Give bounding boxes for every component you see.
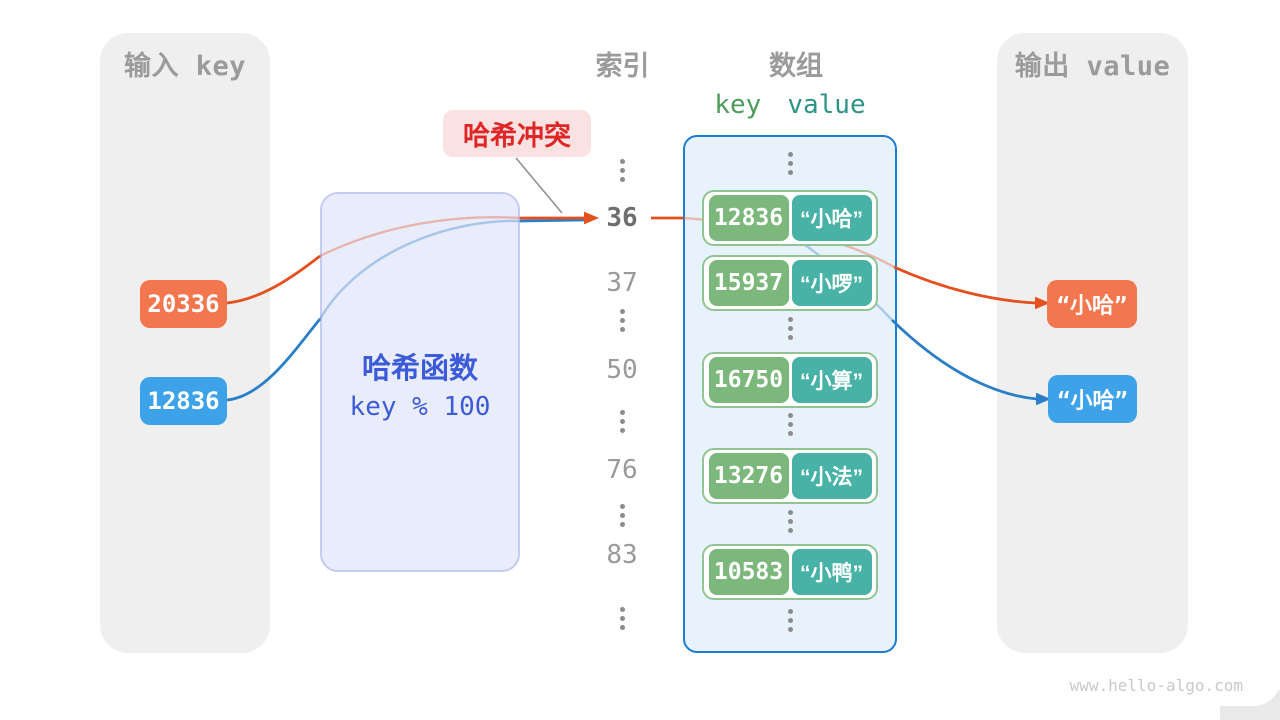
hash-function-box — [320, 192, 520, 572]
index-value-50: 50 — [606, 355, 638, 385]
index-value-37: 37 — [606, 268, 638, 298]
ellipsis-icon — [592, 504, 652, 527]
bucket-value: “小啰” — [791, 260, 872, 306]
key-header-label: key — [714, 90, 762, 120]
arrowhead-index — [584, 211, 599, 225]
bucket-key: 12836 — [708, 195, 789, 241]
ellipsis-icon — [683, 609, 897, 632]
bucket-key: 15937 — [708, 260, 789, 306]
bucket-key: 13276 — [708, 453, 789, 499]
arrow-blue-output — [891, 318, 1038, 401]
array-kv-header: key value — [683, 90, 897, 120]
array-bucket-row: 10583 “小鸭” — [702, 544, 878, 600]
index-value-76: 76 — [606, 455, 638, 485]
arrow-orange-through-hash — [319, 215, 521, 258]
output-panel — [997, 33, 1188, 653]
array-bucket-row: 13276 “小法” — [702, 448, 878, 504]
input-panel-title: 输入 key — [123, 51, 247, 82]
output-value-text-blue: “小哈” — [1057, 389, 1128, 414]
hash-function-title: 哈希函数 — [361, 353, 478, 385]
output-panel-title: 输出 value — [1014, 51, 1171, 82]
ellipsis-icon — [683, 152, 897, 175]
array-bucket-row: 16750 “小算” — [702, 352, 878, 408]
input-panel — [100, 33, 270, 653]
watermark: www.hello-algo.com — [1069, 676, 1243, 695]
value-header-label: value — [787, 90, 866, 120]
bucket-key: 10583 — [708, 549, 789, 595]
output-value-chip-blue: “小哈” — [1048, 375, 1137, 423]
ellipsis-icon — [683, 510, 897, 533]
arrowhead-orange-output — [1035, 296, 1050, 310]
arrow-orange-output — [893, 265, 1037, 305]
ellipsis-icon — [592, 410, 652, 433]
collision-connector-line — [515, 157, 563, 214]
array-bucket-row: 15937 “小啰” — [702, 255, 878, 311]
ellipsis-icon — [592, 607, 652, 630]
bucket-value: “小鸭” — [791, 549, 872, 595]
ellipsis-icon — [592, 159, 652, 182]
arrow-blue-to-index — [519, 218, 585, 223]
ellipsis-icon — [592, 309, 652, 332]
arrow-blue-through-hash — [318, 219, 521, 320]
index-column-title: 索引 — [595, 51, 650, 82]
collision-callout: 哈希冲突 — [443, 110, 591, 157]
arrow-orange-input — [226, 254, 321, 305]
output-value-chip-orange: “小哈” — [1047, 280, 1137, 328]
hash-function-formula: key % 100 — [349, 392, 491, 422]
bucket-value: “小哈” — [791, 195, 872, 241]
bucket-value: “小算” — [791, 357, 872, 403]
array-bucket-row: 12836 “小哈” — [702, 190, 878, 246]
input-key-chip-blue: 12836 — [140, 377, 227, 425]
input-key-chip-orange: 20336 — [140, 280, 227, 328]
index-value-36: 36 — [606, 203, 638, 233]
bucket-value: “小法” — [791, 453, 872, 499]
array-column-title: 数组 — [769, 51, 823, 82]
index-value-83: 83 — [606, 540, 638, 570]
arrowhead-blue-output — [1036, 392, 1051, 406]
ellipsis-icon — [683, 317, 897, 340]
output-value-text-orange: “小哈” — [1056, 294, 1128, 319]
bucket-key: 16750 — [708, 357, 789, 403]
ellipsis-icon — [683, 413, 897, 436]
arrow-blue-input — [226, 318, 322, 402]
